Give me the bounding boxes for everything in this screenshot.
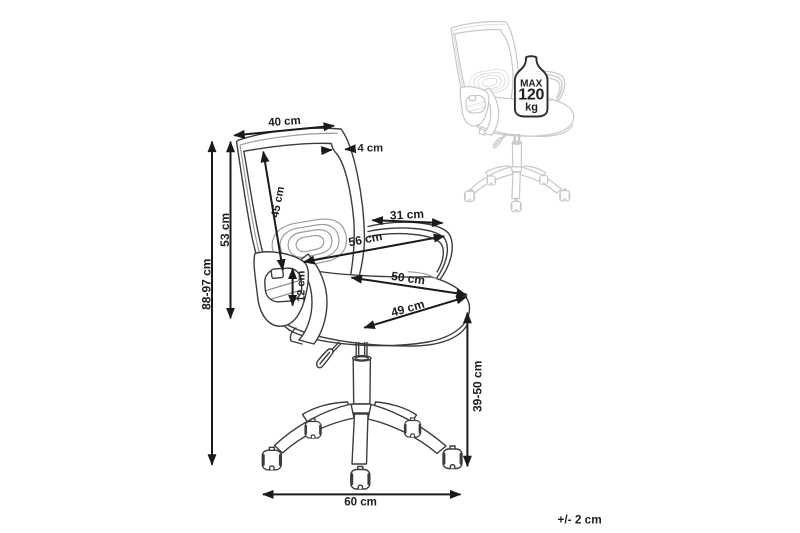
svg-text:kg: kg	[525, 102, 538, 114]
svg-text:120: 120	[518, 87, 544, 104]
svg-text:88-97 cm: 88-97 cm	[200, 259, 214, 310]
svg-text:40 cm: 40 cm	[268, 115, 301, 129]
svg-text:53 cm: 53 cm	[218, 213, 232, 247]
svg-text:+/- 2 cm: +/- 2 cm	[557, 513, 601, 527]
svg-text:39-50 cm: 39-50 cm	[471, 361, 485, 412]
svg-text:4 cm: 4 cm	[358, 143, 384, 155]
svg-text:56 cm: 56 cm	[347, 229, 383, 249]
svg-text:31 cm: 31 cm	[390, 207, 425, 223]
svg-text:60 cm: 60 cm	[344, 497, 377, 509]
svg-text:50 cm: 50 cm	[390, 269, 426, 288]
svg-text:MAX: MAX	[520, 78, 543, 89]
svg-text:45 cm: 45 cm	[269, 185, 287, 218]
svg-text:12 cm: 12 cm	[295, 270, 307, 301]
